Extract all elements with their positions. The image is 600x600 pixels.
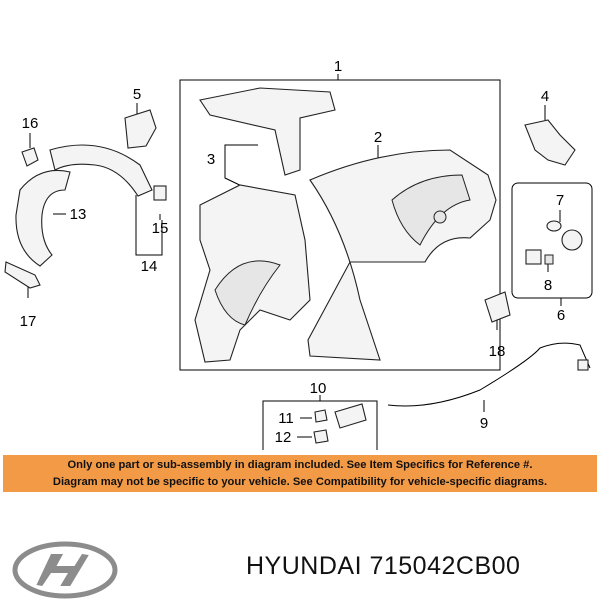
clip-12 (313, 429, 329, 444)
clip-16 (21, 147, 39, 167)
disclaimer-banner: Only one part or sub-assembly in diagram… (3, 455, 597, 492)
callout-2: 2 (374, 129, 382, 146)
wheel-liner-14 (49, 144, 153, 197)
bracket-5 (124, 109, 157, 149)
brand-name: HYUNDAI (246, 552, 363, 580)
housing-8 (525, 249, 542, 265)
callout-14: 14 (141, 258, 158, 275)
callout-5: 5 (133, 86, 141, 103)
disclaimer-line-2: Diagram may not be specific to your vehi… (52, 476, 548, 488)
callout-13: 13 (70, 206, 87, 223)
callout-17: 17 (20, 313, 37, 330)
wheel-guard-13 (15, 169, 71, 267)
callout-11: 11 (278, 410, 294, 427)
bracket-4 (524, 119, 576, 166)
fuel-door-7 (561, 229, 583, 251)
clip-15 (153, 185, 167, 201)
bracket-17 (4, 261, 41, 289)
callout-4: 4 (541, 88, 549, 105)
item-6-frame (511, 182, 593, 299)
callout-10: 10 (310, 380, 327, 397)
part-number: 715042CB00 (369, 552, 521, 580)
item-1-frame (179, 79, 501, 371)
brand-part-number: HYUNDAI 715042CB00 (246, 552, 520, 581)
parts-diagram: 1 2 3 4 5 6 7 8 9 10 11 12 13 14 15 16 1… (4, 58, 593, 450)
callout-18: 18 (489, 343, 506, 360)
callout-6: 6 (557, 307, 565, 324)
disclaimer-line-1: Only one part or sub-assembly in diagram… (67, 459, 533, 471)
callout-9: 9 (480, 415, 488, 432)
callout-3: 3 (207, 151, 215, 168)
vent-18 (484, 291, 511, 323)
callout-16: 16 (22, 115, 39, 132)
rear-panel-upper (199, 87, 336, 176)
hyundai-logo-icon (12, 541, 118, 599)
actuator-10 (334, 403, 367, 429)
actuator-11 (314, 409, 328, 423)
callout-1: 1 (334, 58, 342, 75)
callout-12: 12 (275, 429, 292, 446)
callout-15: 15 (152, 220, 169, 237)
quarter-panel (307, 149, 497, 361)
release-cable-9 (387, 342, 591, 407)
callout-7: 7 (556, 192, 564, 209)
callout-8: 8 (544, 277, 552, 294)
